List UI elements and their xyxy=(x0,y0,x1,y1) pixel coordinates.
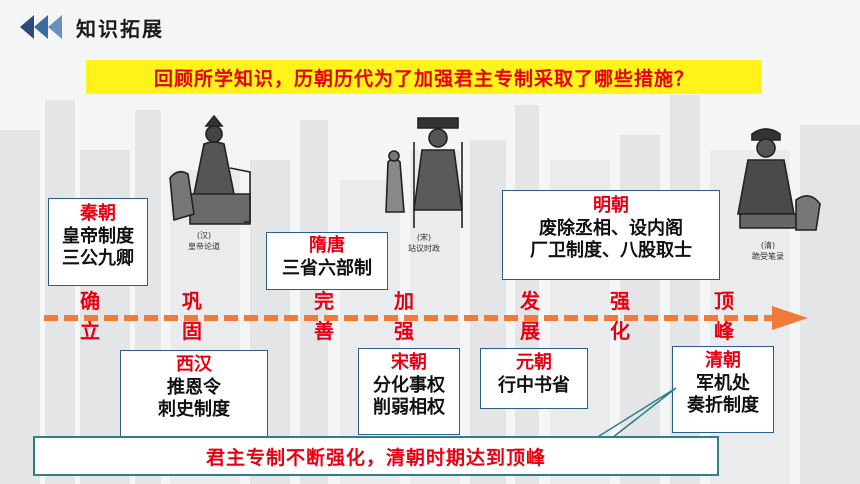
dynasty-box-qing: 清朝 军机处 奏折制度 xyxy=(672,346,774,433)
dynasty-name: 清朝 xyxy=(705,350,741,371)
dynasty-measure: 厂卫制度、八股取士 xyxy=(530,240,692,261)
stage-label-4: 加强 xyxy=(394,289,414,343)
question-banner: 回顾所学知识，历朝历代为了加强君主专制采取了哪些措施？ xyxy=(86,60,762,94)
slide-header: 知识拓展 xyxy=(0,0,860,52)
dynasty-name: 隋唐 xyxy=(309,235,345,256)
dynasty-measure: 推恩令 xyxy=(167,376,221,398)
song-emperor-illustration xyxy=(385,117,463,228)
dynasty-box-suitang: 隋唐 三省六部制 xyxy=(266,232,388,290)
conclusion-box: 君主专制不断强化，清朝时期达到顶峰 xyxy=(33,436,719,476)
dynasty-measure: 分化事权 xyxy=(373,374,445,396)
dynasty-measure: 三公九卿 xyxy=(62,248,134,269)
dynasty-measure: 奏折制度 xyxy=(687,395,759,416)
dynasty-measure: 行中书省 xyxy=(498,374,570,396)
dynasty-box-yuan: 元朝 行中书省 xyxy=(480,348,588,409)
stage-label-6: 强化 xyxy=(610,289,630,343)
dynasty-name: 明朝 xyxy=(593,195,629,216)
dynasty-measure: 刺史制度 xyxy=(158,399,230,420)
page-title: 知识拓展 xyxy=(76,17,164,41)
dynasty-box-song: 宋朝 分化事权 削弱相权 xyxy=(358,348,460,435)
dynasty-measure: 削弱相权 xyxy=(373,397,445,418)
han-emperor-illustration xyxy=(169,114,251,225)
dynasty-name: 西汉 xyxy=(176,354,212,375)
dynasty-name: 元朝 xyxy=(516,352,552,373)
dynasty-measure: 军机处 xyxy=(696,372,750,394)
stage-label-3: 完善 xyxy=(314,289,334,343)
caption-song: (宋) 站议时政 xyxy=(408,233,440,253)
stage-label-7: 顶峰 xyxy=(714,289,734,343)
dynasty-box-xihan: 西汉 推恩令 刺史制度 xyxy=(120,350,268,437)
timeline-arrow xyxy=(44,306,808,330)
stage-label-5: 发展 xyxy=(520,289,540,343)
caption-han: (汉) 皇帝论道 xyxy=(188,231,220,251)
dynasty-box-qin: 秦朝 皇帝制度 三公九卿 xyxy=(48,198,148,286)
dynasty-box-ming: 明朝 废除丞相、设内阁 厂卫制度、八股取士 xyxy=(502,190,720,280)
stage-label-1: 确立 xyxy=(80,289,100,343)
caption-qing: (清) 跪受笔录 xyxy=(752,241,784,261)
dynasty-name: 秦朝 xyxy=(80,203,116,224)
dynasty-name: 宋朝 xyxy=(391,352,427,373)
qing-emperor-illustration xyxy=(737,128,821,231)
dynasty-measure: 废除丞相、设内阁 xyxy=(539,217,683,239)
double-chevron-left-icon xyxy=(20,15,62,39)
dynasty-measure: 皇帝制度 xyxy=(62,225,134,247)
stage-label-2: 巩固 xyxy=(182,289,202,343)
dynasty-measure: 三省六部制 xyxy=(282,257,372,279)
